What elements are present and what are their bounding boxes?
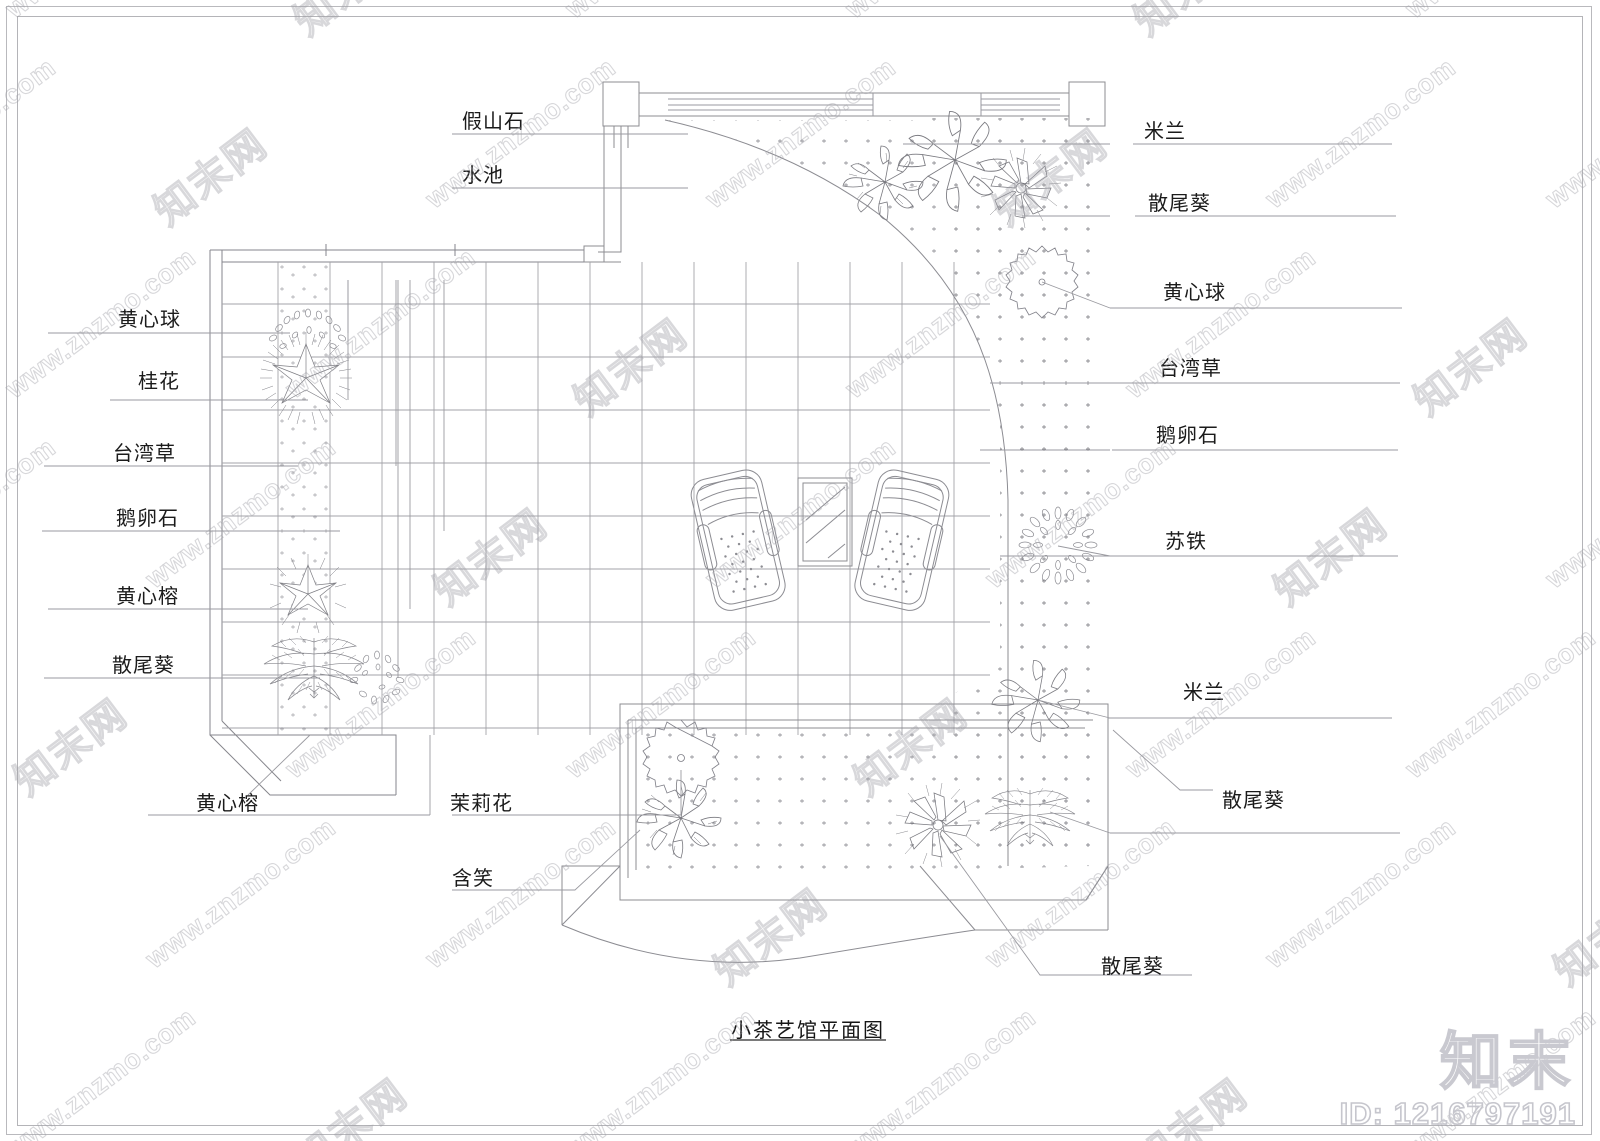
planting-texture-regions [278,120,1093,878]
label-jiashanshi: 假山石 [462,111,525,133]
water-pool-channel [583,126,622,263]
plant-sutie [1018,506,1098,585]
label-milan-bottom: 米兰 [1183,682,1225,704]
label-sanweikui-top: 散尾葵 [1148,193,1211,215]
building-outline [209,244,584,796]
plant-milan-top-2 [897,110,1007,212]
label-milan-top: 米兰 [1144,121,1186,143]
plant-sanweikui-right-bottom [984,787,1076,847]
bottom-terrace [561,703,1109,963]
label-sutie: 苏铁 [1165,531,1207,553]
label-sanweikui-bottom: 散尾葵 [1101,956,1164,978]
bed-outlines [627,119,1093,878]
label-sanweikui-left: 散尾葵 [112,655,175,677]
plant-milan-bottom [991,660,1081,743]
label-huangxinrong-left: 黄心榕 [116,586,179,608]
lounge-chair-right [854,469,950,611]
label-huangxinqiu-left: 黄心球 [118,309,181,331]
plant-guihua [260,332,352,425]
drawing-id: ID: 1216797191 [1339,1096,1576,1131]
brand-block: 知末 ID: 1216797191 [1339,1028,1576,1131]
plant-sanweikui-bottom-center [895,782,981,868]
label-guihua: 桂花 [138,371,180,393]
label-molihua: 茉莉花 [450,793,513,815]
label-taiwancao-left: 台湾草 [113,443,176,465]
plant-sanweikui-left [263,635,365,701]
plant-molihua [642,719,720,797]
plant-leafring-left [349,650,405,705]
label-eluanshi-left: 鹅卵石 [116,508,179,530]
plant-huangxinrong-left [269,554,347,634]
side-table [797,477,853,567]
plant-hanxiao [636,779,722,859]
plant-huangxinqiu-right [1005,245,1079,319]
label-shuichi: 水池 [462,165,504,187]
label-huangxinqiu-right: 黄心球 [1163,282,1226,304]
znzmo-logo: 知末 [1439,1028,1576,1097]
label-eluanshi-right: 鹅卵石 [1156,425,1219,447]
label-hanxiao: 含笑 [452,868,494,890]
sheet-border-outer [6,6,1592,1135]
sheet-border-inner [17,16,1583,1126]
lounge-chair-left [690,469,786,611]
plant-milan-top [842,145,924,221]
plant-sanweikui-top [980,147,1062,229]
plant-huangxinqiu-left [268,308,347,349]
label-taiwancao-right: 台湾草 [1159,358,1222,380]
label-huangxinrong-bottom: 黄心榕 [196,793,259,815]
label-sanweikui-right-bottom: 散尾葵 [1222,790,1285,812]
plan-title: 小茶艺馆平面图 [731,1020,885,1042]
leader-lines [42,133,1402,976]
